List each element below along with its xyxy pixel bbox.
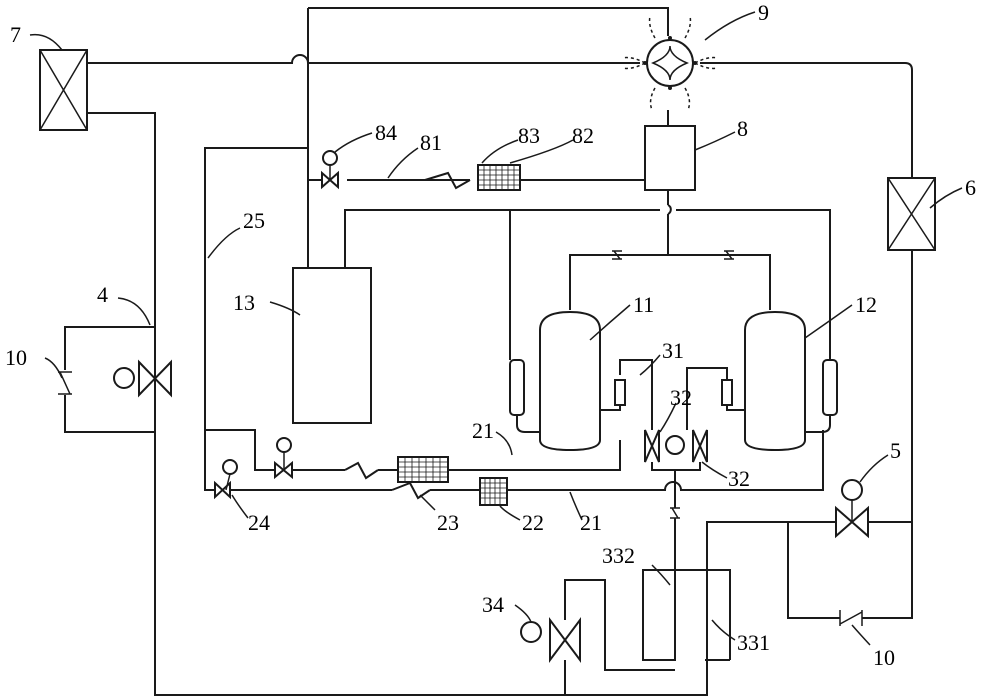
heat-exchanger-7 [39,49,88,131]
label-4: 4 [97,282,108,307]
label-24: 24 [248,510,270,535]
capillary-23 [391,481,431,500]
filter-82 [477,164,521,191]
heat-exchanger-6 [887,177,936,251]
label-32-top: 32 [670,385,692,410]
label-13: 13 [233,290,255,315]
label-83: 83 [518,123,540,148]
label-22: 22 [522,510,544,535]
compressor-12 [744,310,838,452]
label-21-lower: 21 [580,510,602,535]
filter-mid [397,456,449,483]
label-32-bottom: 32 [728,466,750,491]
capillary-83 [424,171,471,190]
label-82: 82 [572,123,594,148]
label-81: 81 [420,130,442,155]
check-valves-top [612,250,734,260]
label-11: 11 [633,292,654,317]
label-84: 84 [375,120,397,145]
compressor-11 [509,310,601,452]
valve-32-right [692,429,708,463]
valve-84 [321,150,339,190]
valve-32-actuator [665,435,685,455]
label-8: 8 [737,116,748,141]
label-21-upper: 21 [472,418,494,443]
label-23: 23 [437,510,459,535]
callout-labels: 7 9 84 81 83 82 8 6 25 13 11 12 4 10 31 … [5,0,976,670]
label-5: 5 [890,438,901,463]
four-way-valve-9 [621,15,719,111]
oil-separator-8 [644,125,696,191]
valve-32-left [644,429,660,463]
leader-lines [29,11,963,646]
label-7: 7 [10,22,21,47]
capillary-mid [344,461,379,480]
label-34: 34 [482,592,504,617]
label-332: 332 [602,543,635,568]
label-6: 6 [965,175,976,200]
valve-5 [835,479,869,539]
label-10-right: 10 [873,645,895,670]
oil-filter-right [721,379,733,406]
oil-filter-left [614,379,626,406]
label-12: 12 [855,292,877,317]
filter-22 [479,477,508,506]
expansion-valve-4 [113,359,172,398]
label-31: 31 [662,338,684,363]
label-331: 331 [737,630,770,655]
valve-mid-left [274,437,293,480]
label-9: 9 [758,0,769,25]
label-10-left: 10 [5,345,27,370]
check-valve-10-right [839,610,863,626]
valve-34 [520,617,581,663]
liquid-receiver-13 [292,267,372,424]
valve-24 [214,459,238,500]
label-25: 25 [243,208,265,233]
crossover [667,204,672,215]
check-valve-small [670,507,680,519]
